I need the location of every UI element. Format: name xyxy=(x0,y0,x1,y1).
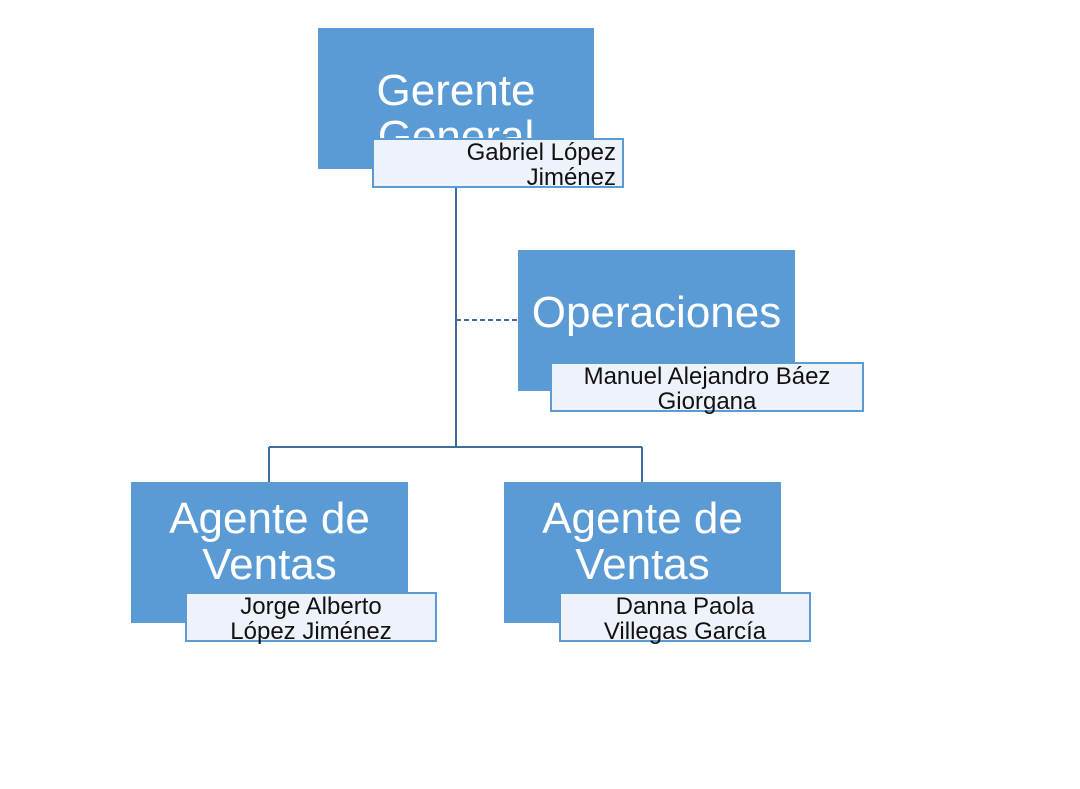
node-name-agente-ventas-2: Danna Paola Villegas García xyxy=(559,592,811,645)
node-name-gerente-general: Gabriel López Jiménez xyxy=(372,138,624,191)
title-line: Ventas xyxy=(575,540,710,589)
title-line: Ventas xyxy=(202,540,337,589)
title-line: Agente de xyxy=(542,494,743,543)
name-line: López Jiménez xyxy=(230,618,392,645)
name-line: Danna Paola xyxy=(615,593,755,620)
node-title: Agente de Ventas xyxy=(131,496,408,588)
node-name-operaciones: Manuel Alejandro Báez Giorgana xyxy=(550,362,864,415)
node-title: Agente de Ventas xyxy=(504,496,781,588)
name-line: Giorgana xyxy=(657,388,757,415)
node-title: Operaciones xyxy=(518,290,795,336)
name-line: Gabriel López xyxy=(466,139,616,166)
title-line: Gerente xyxy=(376,66,536,115)
name-line: Jiménez xyxy=(526,164,616,191)
name-line: Manuel Alejandro Báez xyxy=(583,363,831,390)
title-line: Agente de xyxy=(169,494,370,543)
title-line: Operaciones xyxy=(531,288,782,337)
name-line: Villegas García xyxy=(603,618,767,645)
node-name-agente-ventas-1: Jorge Alberto López Jiménez xyxy=(185,592,437,645)
name-line: Jorge Alberto xyxy=(240,593,382,620)
